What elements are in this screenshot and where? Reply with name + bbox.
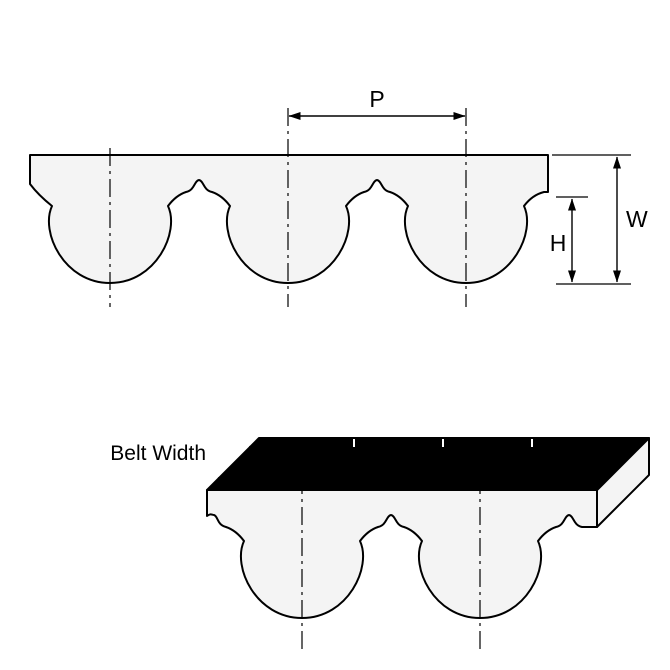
width-label: W [626,206,648,232]
belt-front-face [206,489,598,619]
belt-profile-shape [29,154,549,284]
belt-width-dimension: Belt Width [110,440,261,489]
belt-3d-view: Belt Width [110,437,650,652]
top-face-tick-marks [353,439,533,447]
belt-top-face [206,437,650,491]
height-dimension: H [550,196,588,283]
profile-2d-view: P W H [29,86,648,307]
height-label: H [550,230,567,256]
belt-width-arrow [212,440,261,489]
belt-width-label: Belt Width [110,442,206,465]
pitch-dimension: P [288,86,466,120]
pitch-label: P [369,86,384,112]
width-dimension: W [552,154,648,285]
